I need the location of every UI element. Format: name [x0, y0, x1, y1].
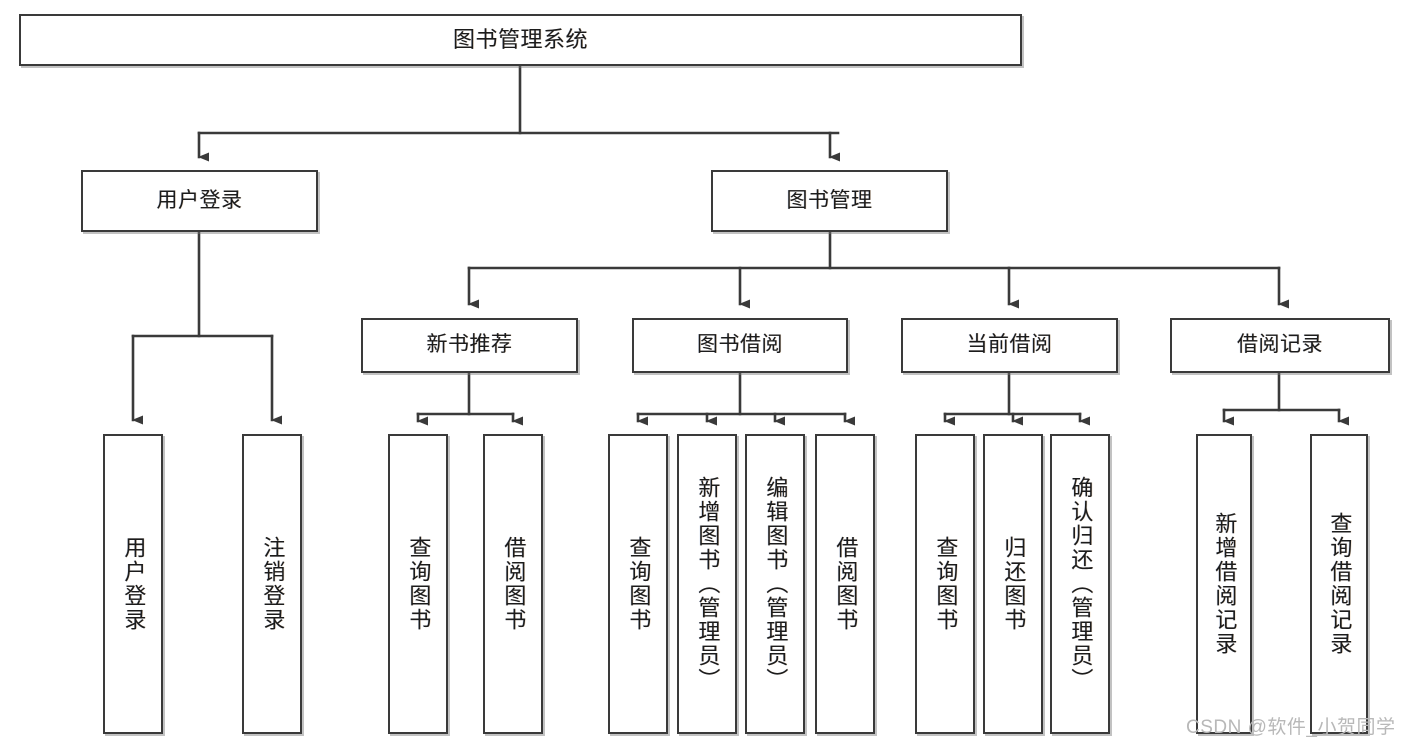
node-leaf-user-login[interactable]: 用户登录: [103, 434, 163, 734]
node-leaf-query-record[interactable]: 查询借阅记录: [1310, 434, 1368, 734]
node-leaf-add-record[interactable]: 新增借阅记录: [1196, 434, 1252, 734]
node-root-system[interactable]: 图书管理系统: [19, 14, 1022, 66]
node-new-book-recommend[interactable]: 新书推荐: [361, 318, 578, 373]
node-user-login[interactable]: 用户登录: [81, 170, 318, 232]
node-leaf-query-book-b[interactable]: 查询图书: [608, 434, 668, 734]
node-leaf-borrow-book-b[interactable]: 借阅图书: [815, 434, 875, 734]
node-leaf-user-logout[interactable]: 注销登录: [242, 434, 302, 734]
node-label: 当前借阅: [966, 333, 1053, 357]
node-leaf-add-book[interactable]: 新增图书（管理员）: [677, 434, 737, 734]
node-leaf-query-book-c[interactable]: 查询图书: [915, 434, 975, 734]
node-label: 查询图书: [626, 536, 652, 632]
node-leaf-edit-book[interactable]: 编辑图书（管理员）: [745, 434, 805, 734]
node-leaf-return-book[interactable]: 归还图书: [983, 434, 1043, 734]
node-label: 查询图书: [406, 536, 432, 632]
node-label: 注销登录: [260, 536, 286, 632]
node-label: 查询图书: [933, 536, 959, 632]
node-label: 用户登录: [121, 536, 147, 632]
node-label: 用户登录: [156, 188, 243, 212]
node-book-manage[interactable]: 图书管理: [711, 170, 948, 232]
node-leaf-borrow-book-a[interactable]: 借阅图书: [483, 434, 543, 734]
node-label: 归还图书: [1001, 536, 1027, 632]
node-current-borrow[interactable]: 当前借阅: [901, 318, 1118, 373]
node-book-borrow[interactable]: 图书借阅: [632, 318, 848, 373]
node-leaf-query-book-a[interactable]: 查询图书: [388, 434, 448, 734]
node-leaf-confirm-return[interactable]: 确认归还（管理员）: [1050, 434, 1110, 734]
node-label: 图书借阅: [697, 333, 783, 357]
csdn-watermark: CSDN @软件_小贺同学: [1186, 717, 1396, 738]
node-label: 图书管理: [786, 188, 873, 212]
node-label: 借阅记录: [1237, 333, 1323, 357]
node-label: 确认归还（管理员）: [1068, 476, 1094, 692]
node-label: 新增图书（管理员）: [695, 476, 721, 692]
node-borrow-record[interactable]: 借阅记录: [1170, 318, 1390, 373]
node-label: 新增借阅记录: [1212, 512, 1238, 656]
node-label: 编辑图书（管理员）: [763, 476, 789, 692]
node-label: 查询借阅记录: [1327, 512, 1353, 656]
node-label: 新书推荐: [426, 333, 513, 357]
node-label: 借阅图书: [501, 536, 527, 632]
node-label: 图书管理系统: [452, 27, 588, 53]
node-label: 借阅图书: [833, 536, 859, 632]
